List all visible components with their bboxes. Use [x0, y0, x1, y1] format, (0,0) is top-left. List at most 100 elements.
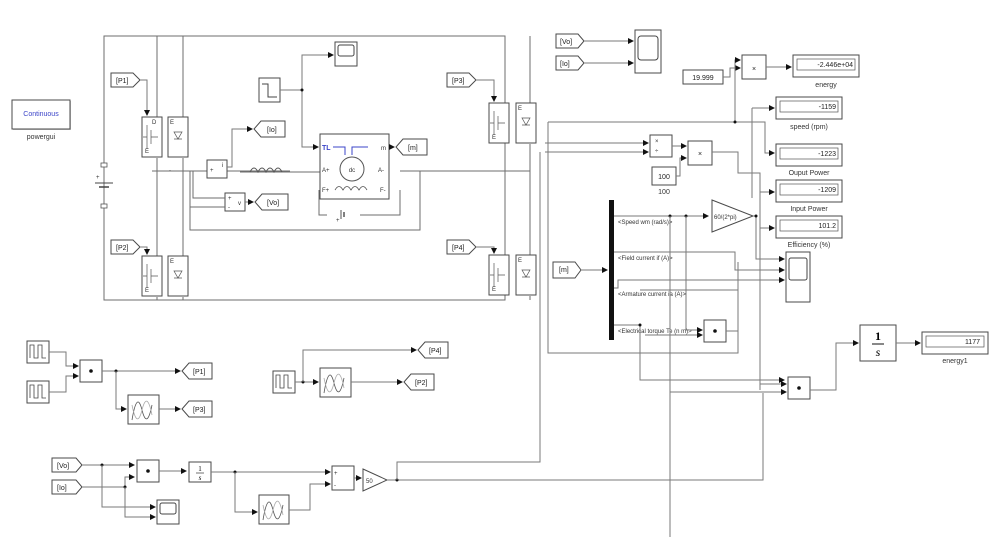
svg-text:E: E — [492, 287, 496, 293]
powergui-block[interactable]: Continuous powergui — [11, 99, 71, 141]
product-energy[interactable]: × — [734, 54, 792, 122]
svg-text:1: 1 — [875, 329, 881, 343]
bus-signals: <Speed wm (rad/s)> <Field current if (A)… — [618, 220, 692, 335]
display-speed[interactable]: -1159 speed (rpm) — [775, 96, 843, 131]
step-block[interactable] — [258, 52, 334, 150]
svg-text:+: + — [96, 175, 100, 181]
product-100[interactable]: × — [687, 140, 775, 231]
integrator-input[interactable]: 1 s — [188, 461, 331, 515]
svg-text:[P3]: [P3] — [452, 78, 465, 85]
svg-text:1: 1 — [198, 465, 202, 473]
svg-text:[P1]: [P1] — [193, 369, 206, 376]
svg-text:×: × — [655, 139, 659, 145]
mosfet-q4[interactable]: E — [488, 254, 510, 296]
diode-d2[interactable]: E — [167, 255, 189, 297]
goto-p3[interactable]: [P3] — [181, 400, 213, 418]
display-energy1[interactable]: 1177 energy1 — [921, 331, 989, 365]
svg-text:[Io]: [Io] — [560, 61, 570, 68]
svg-text:100: 100 — [658, 174, 670, 181]
svg-text:[P4]: [P4] — [452, 245, 465, 252]
pulse-gen-1[interactable] — [26, 340, 79, 369]
from-p1[interactable]: [P1] — [110, 72, 150, 116]
scope-bottom[interactable] — [156, 499, 180, 525]
svg-text:Efficiency (%): Efficiency (%) — [788, 242, 831, 249]
constant-100[interactable]: 100 100 — [651, 155, 687, 196]
svg-text:1177: 1177 — [965, 339, 980, 346]
display-input-power[interactable]: -1209 Input Power — [775, 179, 843, 213]
divide-block[interactable]: × ÷ — [545, 134, 687, 158]
from-p3[interactable]: [P3] — [446, 72, 497, 102]
svg-text:-2.446e+04: -2.446e+04 — [817, 62, 853, 69]
from-io-top[interactable]: [Io] — [555, 55, 634, 71]
goto-m[interactable]: [m] — [389, 138, 428, 156]
gain-rpm[interactable]: 60/(2*pi) — [711, 199, 785, 262]
from-m[interactable]: [m] — [552, 261, 608, 279]
from-vo-bottom[interactable]: [Vo] — [51, 457, 156, 510]
pulse-gen-3[interactable] — [272, 347, 417, 394]
mosfet-q3[interactable]: E — [488, 102, 510, 144]
svg-text:Ouput Power: Ouput Power — [789, 170, 831, 177]
svg-text:+: + — [334, 471, 338, 477]
powergui-label: powergui — [27, 134, 56, 141]
mosfet-q1[interactable]: ED — [141, 116, 163, 158]
svg-text:[P2]: [P2] — [415, 380, 428, 387]
scope-motor[interactable] — [785, 251, 811, 303]
svg-text:D: D — [152, 120, 157, 126]
not-logic-2[interactable] — [319, 367, 403, 398]
diode-d4[interactable]: E — [515, 254, 537, 296]
current-measurement[interactable]: + i — [206, 126, 253, 179]
voltage-measurement[interactable]: + - v — [190, 171, 254, 212]
display-output-power[interactable]: -1223 Ouput Power — [775, 143, 843, 177]
svg-text:E: E — [170, 259, 174, 265]
gain-50[interactable]: 50 — [362, 152, 764, 492]
svg-text:50: 50 — [366, 479, 373, 485]
product-pwm[interactable] — [79, 359, 181, 412]
from-vo-top[interactable]: [Vo] — [555, 33, 634, 49]
armature-inductor[interactable] — [249, 167, 283, 174]
scope-vo-io[interactable] — [634, 29, 662, 74]
from-io-bottom[interactable]: [Io] — [51, 474, 156, 520]
bus-selector[interactable] — [609, 200, 614, 340]
from-p2[interactable]: [P2] — [110, 239, 150, 255]
goto-io[interactable]: [Io] — [253, 120, 286, 138]
sum-block[interactable]: + - — [331, 465, 362, 491]
product-power[interactable] — [703, 319, 738, 343]
product-energy1[interactable] — [670, 340, 859, 400]
from-p4[interactable]: [P4] — [446, 239, 497, 255]
bus-signal-speed: <Speed wm (rad/s)> — [618, 220, 673, 226]
svg-text:+: + — [336, 218, 340, 224]
field-voltage-source[interactable]: + — [336, 210, 345, 224]
goto-vo[interactable]: [Vo] — [254, 193, 289, 211]
mosfet-q2[interactable]: E — [141, 255, 163, 297]
pulse-gen-2[interactable] — [26, 373, 79, 404]
integrator-energy1[interactable]: 1 s — [859, 324, 921, 362]
svg-text:m: m — [381, 146, 386, 152]
goto-p2[interactable]: [P2] — [403, 373, 435, 391]
diode-d1[interactable]: E — [167, 116, 189, 158]
svg-text:energy: energy — [815, 82, 837, 89]
svg-text:E: E — [145, 288, 149, 294]
svg-text:s: s — [199, 474, 202, 482]
dc-machine[interactable]: TL m dc A+ A- F+ F- — [319, 133, 390, 200]
dc-voltage-source[interactable]: + — [95, 162, 113, 209]
svg-text:[Vo]: [Vo] — [560, 39, 572, 46]
scope-torque[interactable] — [334, 41, 358, 67]
svg-text:[P2]: [P2] — [116, 245, 129, 252]
svg-text:E: E — [145, 149, 149, 155]
constant-19999[interactable]: 19.999 — [682, 65, 741, 85]
display-energy[interactable]: -2.446e+04 energy — [792, 54, 860, 89]
svg-text:E: E — [170, 120, 174, 126]
diode-d3[interactable]: E — [515, 102, 537, 144]
svg-text:+: + — [210, 168, 214, 174]
goto-p1[interactable]: [P1] — [181, 362, 213, 380]
goto-p4[interactable]: [P4] — [417, 341, 449, 359]
transport-delay[interactable] — [258, 481, 331, 525]
svg-text:[Vo]: [Vo] — [57, 463, 69, 470]
svg-text:[m]: [m] — [559, 267, 569, 274]
svg-text:Input Power: Input Power — [790, 206, 828, 213]
display-efficiency[interactable]: 101.2 Efficiency (%) — [775, 215, 843, 249]
not-logic-1[interactable] — [127, 394, 181, 425]
product-input-power[interactable] — [136, 459, 187, 483]
svg-text:F+: F+ — [322, 188, 330, 194]
